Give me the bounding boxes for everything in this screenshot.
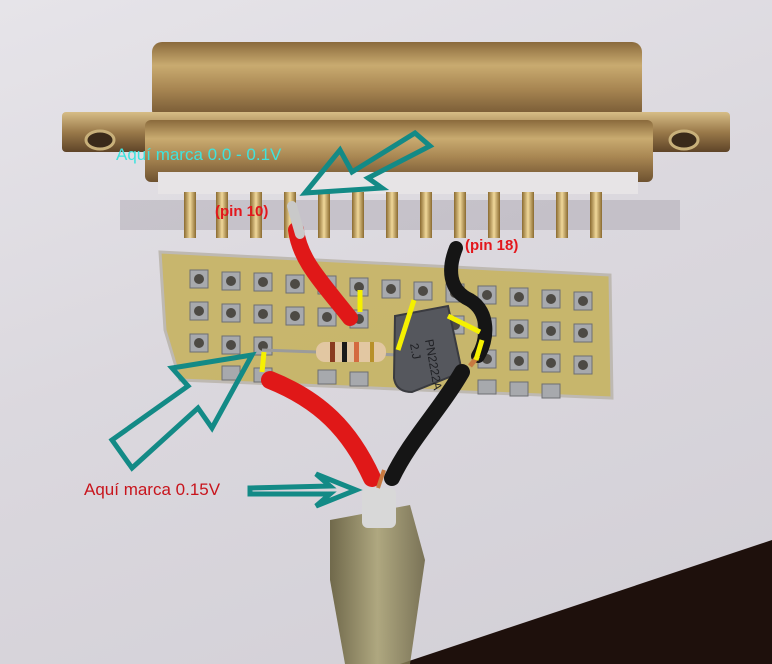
resistor (316, 342, 386, 362)
perfboard (158, 250, 614, 400)
black-wire-pin18 (444, 241, 493, 363)
red-wire-bottom (261, 371, 381, 487)
connector-pins (184, 192, 602, 238)
red-wire-pin10 (288, 222, 358, 326)
arrow-top-icon (299, 129, 435, 196)
arrow-right-icon (247, 471, 363, 509)
connector-shell-top (152, 42, 642, 120)
transistor-marking-line2: 2.J (407, 342, 424, 360)
top-voltage-annotation: Aquí marca 0.0 - 0.1V (116, 145, 282, 164)
yellow-markers (259, 290, 485, 373)
bottom-voltage-annotation: Aquí marca 0.15V (84, 480, 221, 499)
pin10-annotation: (pin 10) (215, 203, 269, 220)
flange-hole-left (84, 129, 116, 151)
transistor-pn2222a (392, 304, 464, 394)
black-wire-bottom (384, 364, 470, 486)
dark-table-edge (400, 540, 772, 664)
connector-insulator (158, 172, 638, 194)
connector-shell-bottom (145, 120, 653, 182)
cable-sleeve (330, 505, 425, 664)
arrow-bottom-left-icon (108, 351, 257, 472)
pin18-annotation: (pin 18) (465, 237, 519, 254)
flange-hole-right (668, 129, 700, 151)
